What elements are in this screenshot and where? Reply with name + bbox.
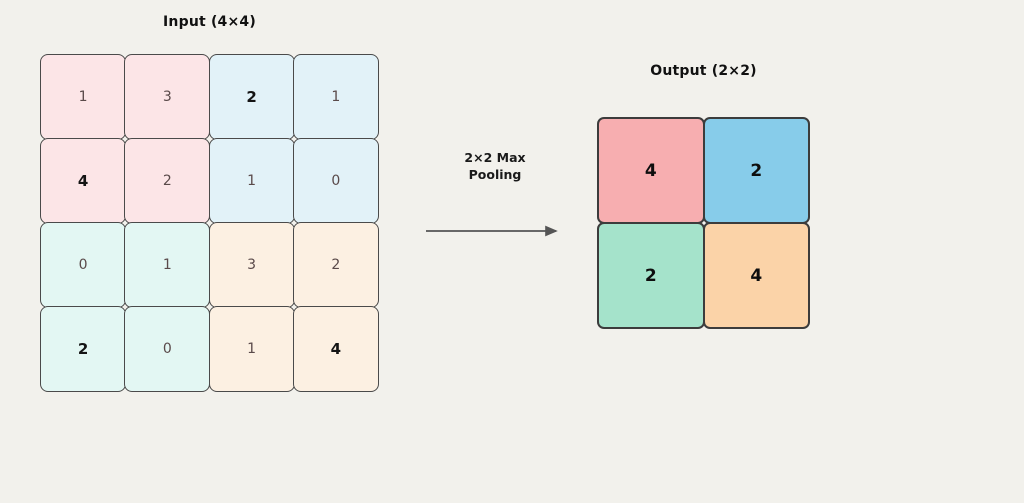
input-cell-r3-c1: 0: [40, 222, 127, 308]
input-cell-r4-c1: 2: [40, 306, 127, 392]
output-cell-r2-c2: 4: [702, 222, 810, 329]
input-cell-r2-c3: 1: [208, 138, 295, 224]
output-cell-r1-c1: 4: [597, 117, 705, 224]
input-grid-title: Input (4×4): [163, 14, 256, 30]
input-cell-r3-c3: 3: [208, 222, 295, 308]
input-cell-r2-c2: 2: [124, 138, 211, 224]
pooling-operation-label: 2×2 Max Pooling: [464, 150, 526, 182]
input-cell-r4-c4: 4: [292, 306, 379, 392]
output-grid-title: Output (2×2): [650, 63, 757, 79]
input-cell-r4-c2: 0: [124, 306, 211, 392]
input-cell-r1-c3: 2: [208, 54, 295, 140]
input-cell-r2-c4: 0: [292, 138, 379, 224]
output-cell-r1-c2: 2: [702, 117, 810, 224]
input-cell-r2-c1: 4: [40, 138, 127, 224]
input-cell-r1-c2: 3: [124, 54, 211, 140]
output-cell-r2-c1: 2: [597, 222, 705, 329]
input-cell-r1-c1: 1: [40, 54, 127, 140]
input-cell-r4-c3: 1: [208, 306, 295, 392]
input-cell-r3-c2: 1: [124, 222, 211, 308]
right-arrow-icon: [426, 225, 558, 237]
input-cell-r3-c4: 2: [292, 222, 379, 308]
input-cell-r1-c4: 1: [292, 54, 379, 140]
